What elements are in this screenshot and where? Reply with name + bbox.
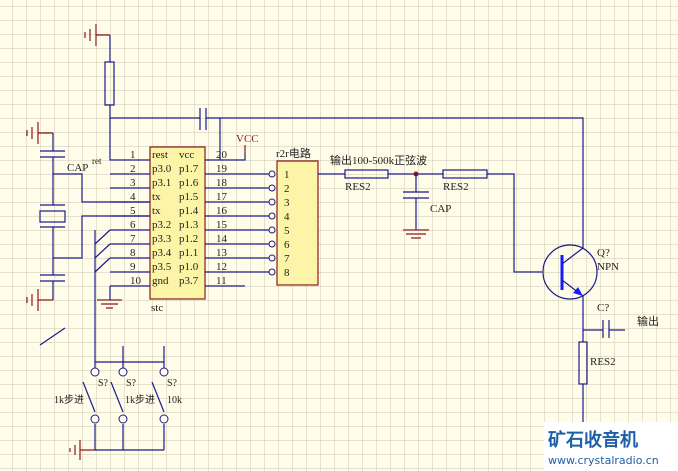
- cap-mid-label: CAP: [430, 203, 451, 215]
- left-pin-label: tx: [152, 191, 161, 203]
- r2r-pin-number: 8: [284, 267, 290, 279]
- output-description: 输出100-500k正弦波: [330, 153, 427, 167]
- connector-pin: [268, 198, 276, 206]
- left-pin-label: p3.3: [152, 233, 172, 245]
- reset-capacitor: [199, 108, 221, 160]
- r2r-pin-number: 5: [284, 225, 290, 237]
- right-pin-label: p1.2: [179, 233, 198, 245]
- right-pin-label: p1.0: [179, 261, 199, 273]
- left-pin-number: 2: [130, 163, 136, 175]
- left-pin-number: 5: [130, 205, 136, 217]
- npn-label: NPN: [597, 261, 619, 273]
- r2r-pin-number: 6: [284, 239, 290, 251]
- output-resistor: [578, 341, 588, 385]
- switch-label: 1k步进: [54, 394, 84, 406]
- res-out-label: RES2: [590, 356, 616, 368]
- connector-pin: [268, 268, 276, 276]
- left-pin-label: p3.5: [152, 261, 172, 273]
- right-pin-label: p1.5: [179, 191, 199, 203]
- c-out-label: C?: [597, 302, 609, 314]
- right-pin-label: p1.4: [179, 205, 199, 217]
- r2r-title: r2r电路: [276, 147, 311, 160]
- right-pin-number: 15: [216, 219, 228, 231]
- ground-left-bottom: [26, 289, 53, 311]
- right-pin-number: 19: [216, 163, 228, 175]
- npn-transistor: [542, 244, 598, 330]
- right-pin-label: p3.7: [179, 275, 199, 287]
- left-pin-label: p3.2: [152, 219, 171, 231]
- left-pin-number: 3: [130, 177, 136, 189]
- left-pin-number: 7: [130, 233, 136, 245]
- switch-label: 1k步进: [125, 394, 155, 406]
- vcc-label: VCC: [236, 133, 259, 145]
- left-pin-number: 6: [130, 219, 136, 231]
- left-pin-label: gnd: [152, 275, 169, 287]
- ground-top: [84, 24, 110, 46]
- cap-left-sup: ret: [92, 156, 102, 166]
- reset-resistor: [104, 61, 115, 106]
- switch-label: 10k: [167, 395, 182, 406]
- connector-pin: [268, 184, 276, 192]
- left-pin-label: rest: [152, 149, 168, 161]
- filter-resistor-2: [442, 169, 488, 179]
- right-pin-number: 16: [216, 205, 228, 217]
- cap-left-label: CAP: [67, 162, 88, 174]
- ground-left-top: [26, 122, 53, 144]
- res1-label: RES2: [345, 181, 371, 193]
- left-pin-number: 10: [130, 275, 142, 287]
- r2r-network: [276, 160, 319, 286]
- left-pin-label: p3.1: [152, 177, 171, 189]
- r2r-pin-number: 7: [284, 253, 290, 265]
- watermark-title: 矿石收音机: [548, 429, 638, 451]
- output-label: 输出: [637, 314, 659, 328]
- ground-filter: [403, 229, 429, 239]
- switch[interactable]: S? 1k步进: [110, 367, 155, 424]
- connector-pin: [268, 254, 276, 262]
- ground-switches: [69, 440, 95, 460]
- r2r-pin-number: 2: [284, 183, 290, 195]
- right-pin-number: 12: [216, 261, 227, 273]
- right-pin-label: p1.6: [179, 177, 199, 189]
- watermark-url: www.crystalradio.cn: [548, 454, 659, 467]
- right-pin-number: 11: [216, 275, 227, 287]
- right-pin-number: 18: [216, 177, 228, 189]
- r2r-pin-number: 1: [284, 169, 290, 181]
- connector-pin: [268, 240, 276, 248]
- switch[interactable]: S? 1k步进: [54, 367, 109, 424]
- right-pin-number: 14: [216, 233, 228, 245]
- chip-name: stc: [151, 302, 163, 314]
- switch[interactable]: S? 10k: [151, 367, 182, 424]
- left-pin-number: 1: [130, 149, 136, 161]
- connector-pin: [268, 170, 276, 178]
- switch-ref: S?: [126, 378, 137, 389]
- connector-pin: [268, 212, 276, 220]
- left-pin-label: p3.4: [152, 247, 172, 259]
- watermark-box: [544, 422, 678, 471]
- right-pin-label: p1.1: [179, 247, 198, 259]
- res2-label: RES2: [443, 181, 469, 193]
- left-pin-label: p3.0: [152, 163, 172, 175]
- filter-resistor-1: [344, 169, 389, 179]
- right-pin-number: 20: [216, 149, 228, 161]
- r2r-pin-number: 4: [284, 211, 290, 223]
- crystal: [39, 210, 66, 223]
- left-pin-number: 4: [130, 191, 136, 203]
- left-pin-number: 8: [130, 247, 136, 259]
- right-pin-number: 17: [216, 191, 228, 203]
- left-pin-label: tx: [152, 205, 161, 217]
- right-pin-label: p1.3: [179, 219, 199, 231]
- connector-pin: [268, 226, 276, 234]
- q-label: Q?: [597, 247, 610, 259]
- mcu-chip: [149, 146, 206, 300]
- r2r-pin-number: 3: [284, 197, 290, 209]
- right-pin-number: 13: [216, 247, 228, 259]
- right-pin-label: p1.7: [179, 163, 199, 175]
- left-pin-number: 9: [130, 261, 136, 273]
- right-pin-label: vcc: [179, 149, 194, 161]
- switch-ref: S?: [167, 378, 178, 389]
- switch-ref: S?: [98, 378, 109, 389]
